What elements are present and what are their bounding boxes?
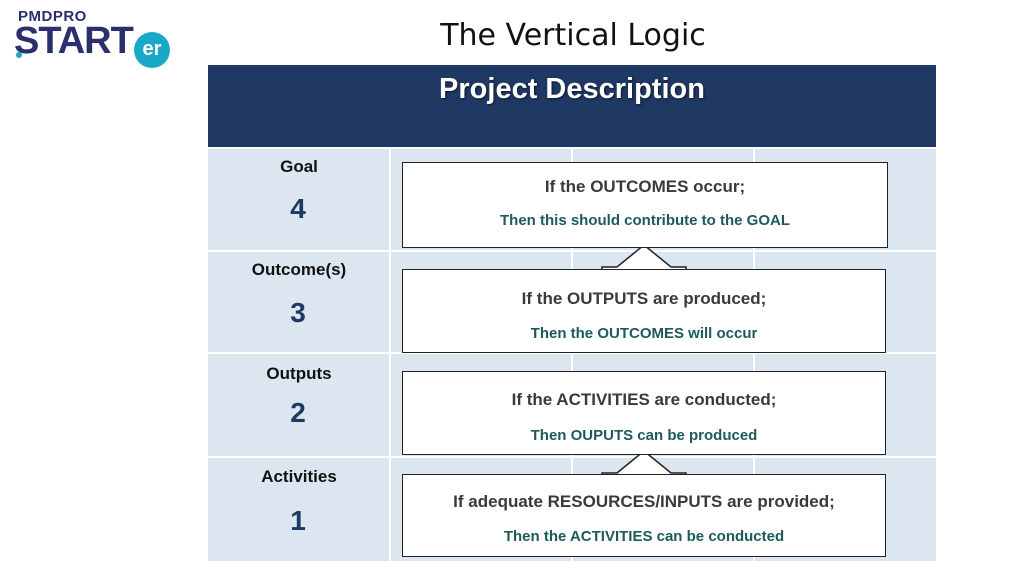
then-text: Then the OUTCOMES will occur — [530, 325, 758, 342]
row-number-goal: 4 — [290, 193, 306, 224]
then-text: Then the ACTIVITIES can be conducted — [503, 528, 785, 545]
row-number-outputs: 2 — [290, 397, 306, 428]
if-text: If the ACTIVITIES are conducted; — [511, 390, 777, 409]
table-header: Project Description — [208, 65, 936, 147]
logic-box-outputs: If the ACTIVITIES are conducted; Then OU… — [402, 371, 886, 455]
row-number-activities: 1 — [290, 505, 306, 536]
row-label-outputs: Outputs — [266, 364, 332, 383]
logframe-table: Project Description Goal 4 Outcome(s) 3 … — [208, 65, 936, 561]
then-text: Then OUPUTS can be produced — [530, 427, 758, 444]
logo-dot-icon — [16, 52, 22, 58]
logo-suffix-circle: er — [134, 32, 170, 68]
if-text: If the OUTCOMES occur; — [544, 177, 746, 196]
table-header-text: Project Description — [439, 73, 705, 105]
row-number-outcomes: 3 — [290, 297, 306, 328]
row-label-goal: Goal — [280, 157, 318, 176]
logic-box-outcomes: If the OUTPUTS are produced; Then the OU… — [402, 269, 886, 353]
if-text: If the OUTPUTS are produced; — [521, 289, 767, 308]
pmdpro-starter-logo: PMDPRO START er — [14, 8, 170, 68]
slide-title: The Vertical Logic — [440, 18, 706, 53]
then-text: Then this should contribute to the GOAL — [500, 212, 790, 229]
logic-box-goal: If the OUTCOMES occur; Then this should … — [402, 162, 888, 248]
table-cell — [208, 252, 389, 352]
row-label-outcomes: Outcome(s) — [251, 260, 347, 279]
logo-big-text: START — [14, 20, 134, 62]
table-cell — [208, 149, 389, 250]
logic-box-activities: If adequate RESOURCES/INPUTS are provide… — [402, 474, 886, 557]
table-cell — [208, 354, 389, 456]
logo-small-text: PMDPRO — [18, 8, 87, 25]
table-cell — [208, 458, 389, 561]
if-text: If adequate RESOURCES/INPUTS are provide… — [453, 492, 835, 511]
row-label-activities: Activities — [261, 467, 337, 486]
